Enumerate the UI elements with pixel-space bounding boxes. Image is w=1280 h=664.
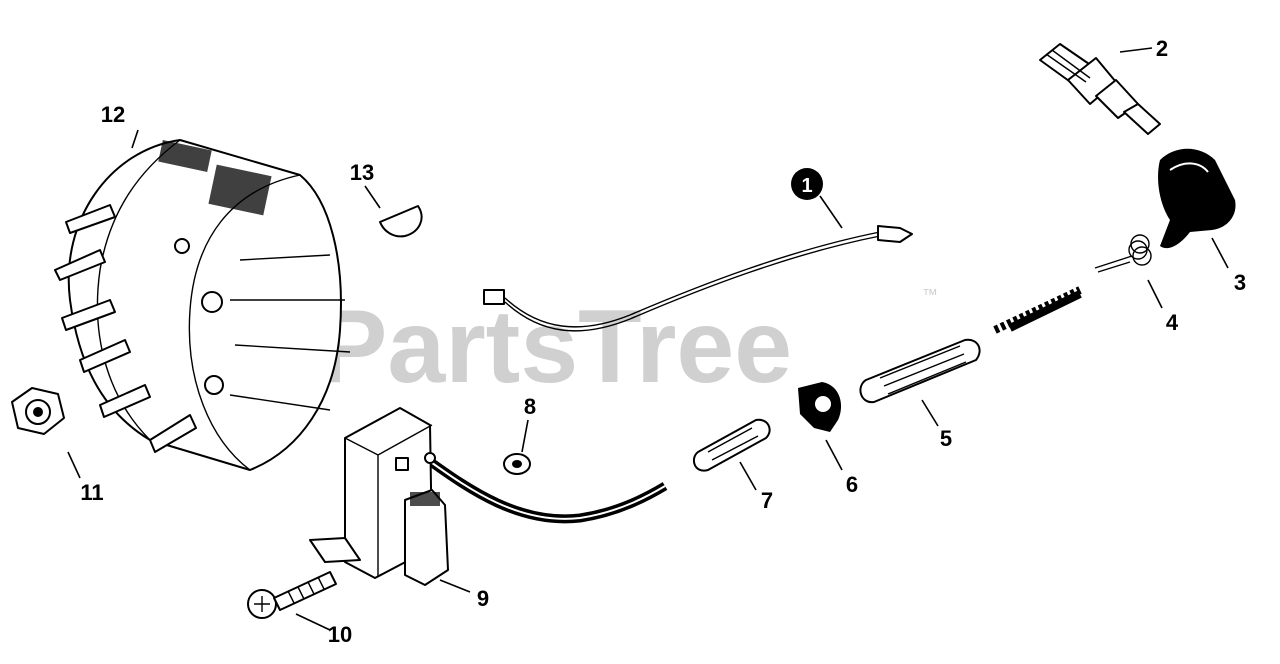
grommet-part[interactable] — [798, 382, 842, 432]
short-sleeve-part[interactable] — [692, 418, 771, 472]
watermark-trademark: ™ — [922, 287, 938, 304]
flywheel-part[interactable] — [54, 139, 351, 471]
spark-plug-boot-part[interactable] — [1158, 148, 1236, 249]
leader-10 — [295, 613, 331, 631]
sleeve-part[interactable] — [859, 338, 981, 404]
callout-1-badge — [791, 168, 823, 200]
callout-8[interactable]: 8 — [524, 394, 536, 419]
leader-3 — [1211, 237, 1229, 269]
callout-7[interactable]: 7 — [761, 488, 773, 513]
leader-2 — [1119, 47, 1153, 53]
leader-1 — [819, 195, 843, 229]
leader-8 — [521, 419, 529, 453]
callout-6[interactable]: 6 — [846, 472, 858, 497]
callout-11[interactable]: 11 — [80, 480, 103, 505]
callout-4[interactable]: 4 — [1166, 310, 1179, 335]
callout-9[interactable]: 9 — [477, 586, 489, 611]
leader-5 — [921, 399, 939, 427]
leader-6 — [825, 439, 843, 471]
spark-plug-part[interactable] — [1039, 43, 1161, 135]
leader-4 — [1147, 279, 1163, 309]
spring-clip-part[interactable] — [1094, 234, 1152, 273]
leader-12 — [131, 129, 139, 149]
leader-7 — [739, 461, 757, 491]
callout-13[interactable]: 13 — [350, 160, 374, 185]
callout-12[interactable]: 12 — [101, 102, 125, 127]
woodruff-key-part[interactable] — [379, 205, 423, 238]
callout-5[interactable]: 5 — [940, 426, 952, 451]
ignition-coil-part[interactable] — [309, 407, 449, 586]
callout-3[interactable]: 3 — [1234, 270, 1246, 295]
watermark-text: PartsTree — [318, 289, 792, 405]
high-tension-lead-part[interactable] — [425, 286, 1082, 524]
flywheel-nut-part[interactable] — [11, 387, 65, 435]
callout-1[interactable]: 1 — [801, 175, 812, 197]
leader-11 — [67, 451, 81, 479]
callout-10[interactable]: 10 — [328, 622, 352, 647]
washer-part[interactable] — [503, 453, 531, 475]
ground-wire-part[interactable] — [483, 225, 913, 332]
callout-2[interactable]: 2 — [1156, 36, 1168, 61]
leader-9 — [439, 579, 471, 593]
leader-13 — [364, 185, 381, 209]
coil-screw-part[interactable] — [247, 571, 337, 619]
